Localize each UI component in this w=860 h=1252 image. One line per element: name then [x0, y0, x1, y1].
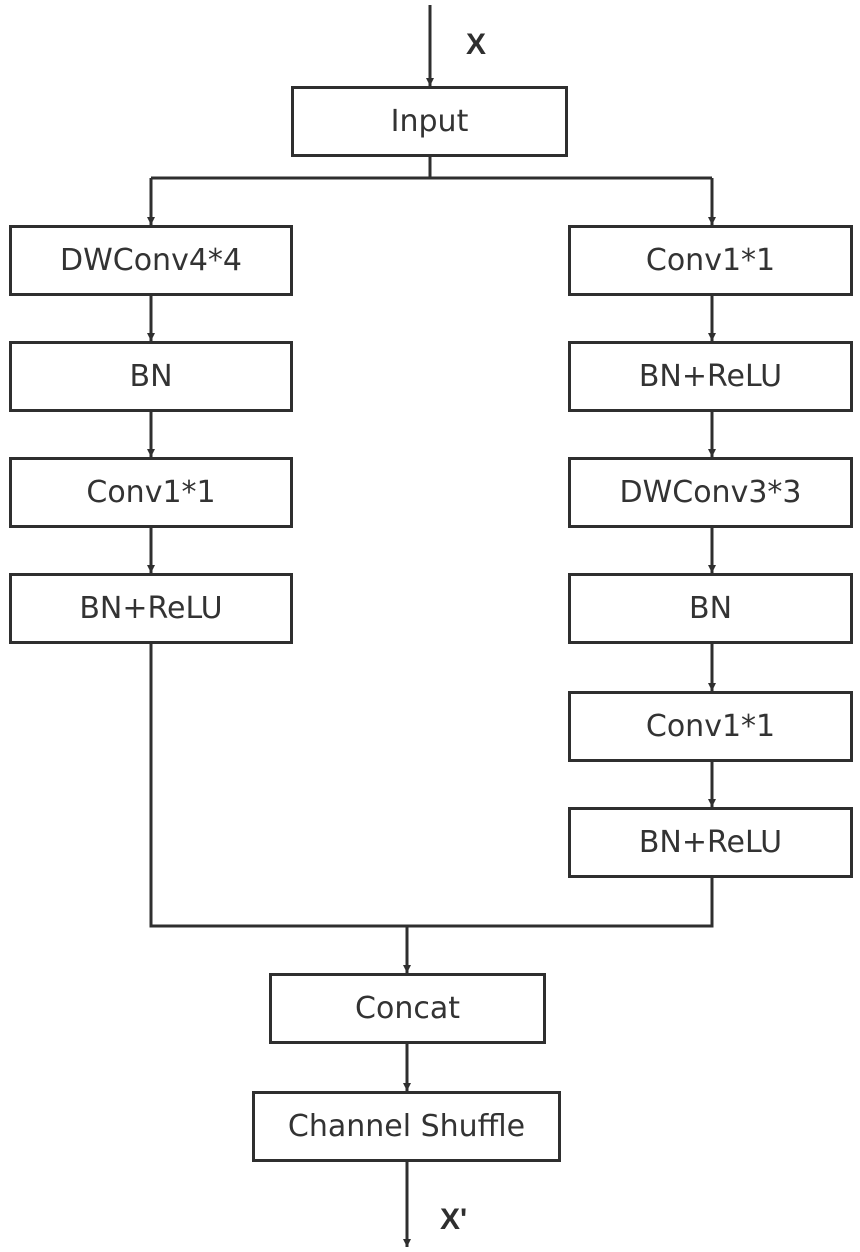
left-bn-node: BN — [9, 341, 293, 412]
right-bn-node: BN — [568, 573, 853, 644]
right-bn-relu-2-node: BN+ReLU — [568, 807, 853, 878]
merge-left-path — [149, 644, 407, 928]
input-node: Input — [291, 86, 568, 157]
right-conv1x1-node: Conv1*1 — [568, 225, 853, 296]
right-conv1x1-2-node: Conv1*1 — [568, 691, 853, 762]
concat-node: Concat — [269, 973, 546, 1044]
left-conv1x1-node: Conv1*1 — [9, 457, 293, 528]
merge-right-path — [407, 878, 714, 928]
channel-shuffle-node: Channel Shuffle — [252, 1091, 561, 1162]
output-x-prime-label: X' — [440, 1203, 468, 1236]
left-dwconv4x4-node: DWConv4*4 — [9, 225, 293, 296]
right-bn-relu-node: BN+ReLU — [568, 341, 853, 412]
left-bn-relu-node: BN+ReLU — [9, 573, 293, 644]
input-x-label: X — [466, 28, 487, 61]
right-dwconv3x3-node: DWConv3*3 — [568, 457, 853, 528]
